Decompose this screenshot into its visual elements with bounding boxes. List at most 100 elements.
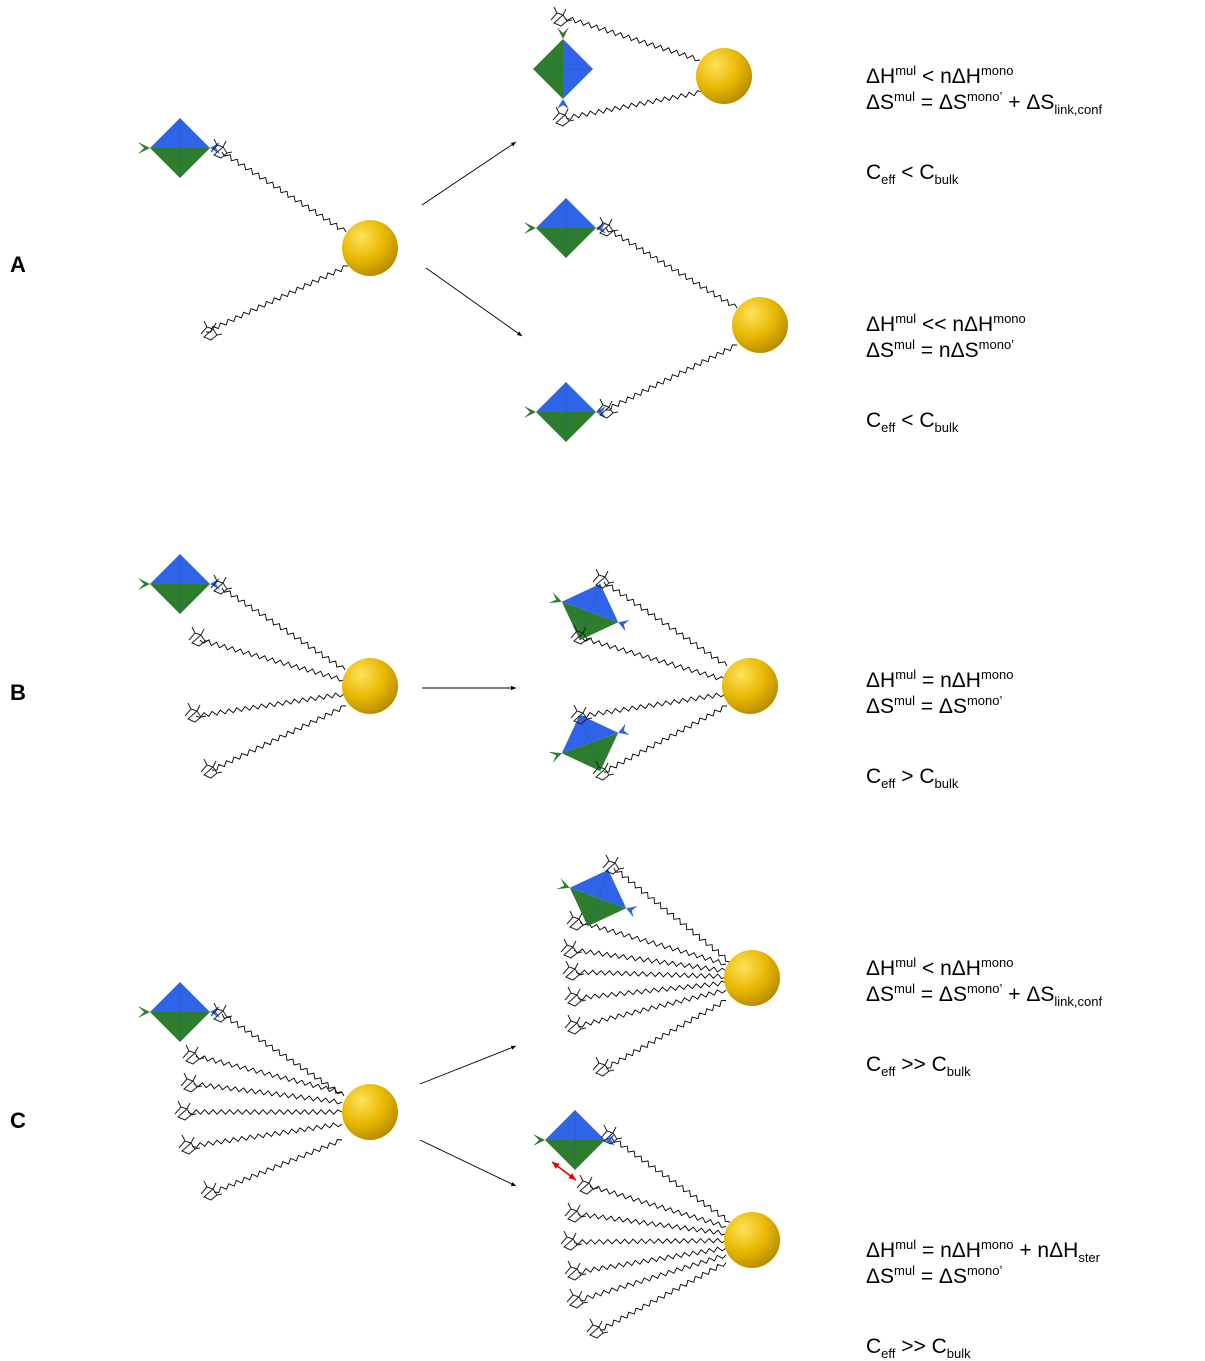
equation-text: mul — [894, 981, 915, 996]
receptor-bottom-face — [569, 887, 627, 927]
ligand-sugar — [210, 1002, 233, 1023]
linker-chain — [193, 1082, 343, 1105]
equation-text: mul — [895, 63, 917, 78]
linker-chain — [589, 1185, 727, 1228]
receptor-top-face — [561, 583, 619, 623]
receptor-top-face — [561, 714, 619, 754]
equation-text: bulk — [934, 776, 959, 791]
equation-text: ΔS — [866, 983, 895, 1006]
equation-text: mul — [894, 1263, 915, 1278]
equation-text: eff — [881, 776, 896, 791]
ligand-glyph — [184, 702, 207, 723]
equation-text: bulk — [934, 420, 959, 435]
equation-text: + ΔS — [1002, 983, 1055, 1006]
equation-text: ΔH — [866, 669, 896, 692]
ligand-sugar — [560, 1230, 583, 1251]
ligand-sugar — [596, 398, 619, 419]
equation-text: mono — [993, 311, 1026, 326]
equation-text: bulk — [946, 1064, 971, 1079]
equation-text: eff — [881, 420, 896, 435]
equation-text: eff — [881, 1064, 896, 1079]
panel-label-c: C — [10, 1108, 26, 1133]
equation-text: < C — [895, 161, 935, 184]
receptor-binding-site — [138, 1006, 150, 1018]
equation-text: < C — [895, 409, 935, 432]
ligand-sugar — [600, 1124, 623, 1145]
nanoparticle-core — [722, 658, 778, 714]
receptor-bottom-face — [561, 601, 619, 641]
ligand-glyph — [596, 398, 619, 419]
equation-text: ΔS — [866, 91, 895, 114]
linker-chain — [575, 969, 727, 980]
ligand-glyph — [564, 1260, 587, 1281]
ligand-sugar — [552, 106, 575, 127]
equation-text: ΔS — [866, 1265, 895, 1288]
ligand-sugar — [184, 702, 207, 723]
equation-text: ster — [1078, 1250, 1100, 1265]
linker-chain — [573, 948, 727, 973]
ligand-glyph — [586, 1318, 609, 1339]
ligand-glyph — [566, 910, 589, 931]
ligand-glyph — [200, 320, 223, 341]
equation-text: mul — [895, 955, 917, 970]
equation-text: C — [866, 409, 882, 432]
core-layer — [342, 48, 788, 1268]
ligand-glyph — [210, 574, 233, 595]
receptor-binding-site — [524, 222, 536, 234]
linker-chain — [213, 1139, 343, 1193]
linker-chain — [581, 637, 726, 681]
receptor-binding-site — [596, 406, 606, 418]
ligand-glyph — [602, 854, 625, 875]
nanoparticle-core — [724, 950, 780, 1006]
ligand-glyph — [562, 960, 585, 981]
equation-text: mono’ — [978, 337, 1015, 352]
ligand-sugar — [210, 138, 233, 159]
equation-text: ΔH — [866, 65, 896, 88]
effective-concentration-line: Ceff < Cbulk — [866, 160, 1102, 186]
nanoparticle-core — [696, 48, 752, 104]
receptor-protein — [138, 982, 220, 1042]
ligand-sugar — [180, 1072, 203, 1093]
equation-text: C — [866, 765, 882, 788]
ligand-sugar — [550, 6, 573, 27]
equation-text: ΔS — [866, 695, 895, 718]
linker-chain — [565, 90, 703, 120]
receptor-binding-site — [524, 406, 536, 418]
steric-clash-arrow — [551, 1161, 577, 1181]
equation-text: ΔH — [866, 957, 896, 980]
equation-text: = nΔH — [916, 669, 981, 692]
ligand-sugar — [576, 1174, 599, 1195]
ligand-glyph — [576, 1174, 599, 1195]
ligand-glyph — [592, 760, 615, 781]
equation-text: C — [866, 1335, 882, 1358]
equation-line: ΔHmul = nΔHmono + nΔHster — [866, 1238, 1100, 1264]
equation-text: bulk — [934, 172, 959, 187]
equation-text: = ΔS — [915, 983, 967, 1006]
receptor-binding-site — [138, 142, 150, 154]
equation-line: ΔHmul << nΔHmono — [866, 312, 1026, 338]
equation-text: >> C — [895, 1053, 947, 1076]
nanoparticle-core — [342, 1084, 398, 1140]
receptor-layer — [138, 27, 638, 1170]
receptor-binding-site — [548, 751, 562, 764]
ligand-glyph — [178, 1134, 201, 1155]
ligand-layer — [174, 6, 625, 1339]
receptor-protein — [138, 118, 220, 178]
ligand-sugar — [200, 758, 223, 779]
linker-chain — [191, 1122, 343, 1149]
ligand-glyph — [174, 1100, 197, 1121]
equation-text: mul — [895, 667, 917, 682]
equation-text: ΔH — [866, 1239, 896, 1262]
effective-concentration-line: Ceff >> Cbulk — [866, 1052, 1102, 1078]
receptor-protein — [533, 1110, 615, 1170]
linker-chain — [603, 581, 728, 667]
receptor-binding-site — [596, 222, 606, 234]
linker-chain — [605, 344, 738, 411]
ligand-glyph — [200, 1180, 223, 1201]
ligand-sugar — [210, 574, 233, 595]
ligand-sugar — [560, 938, 583, 959]
linker-chain — [573, 1237, 727, 1245]
nanoparticle-core — [342, 658, 398, 714]
